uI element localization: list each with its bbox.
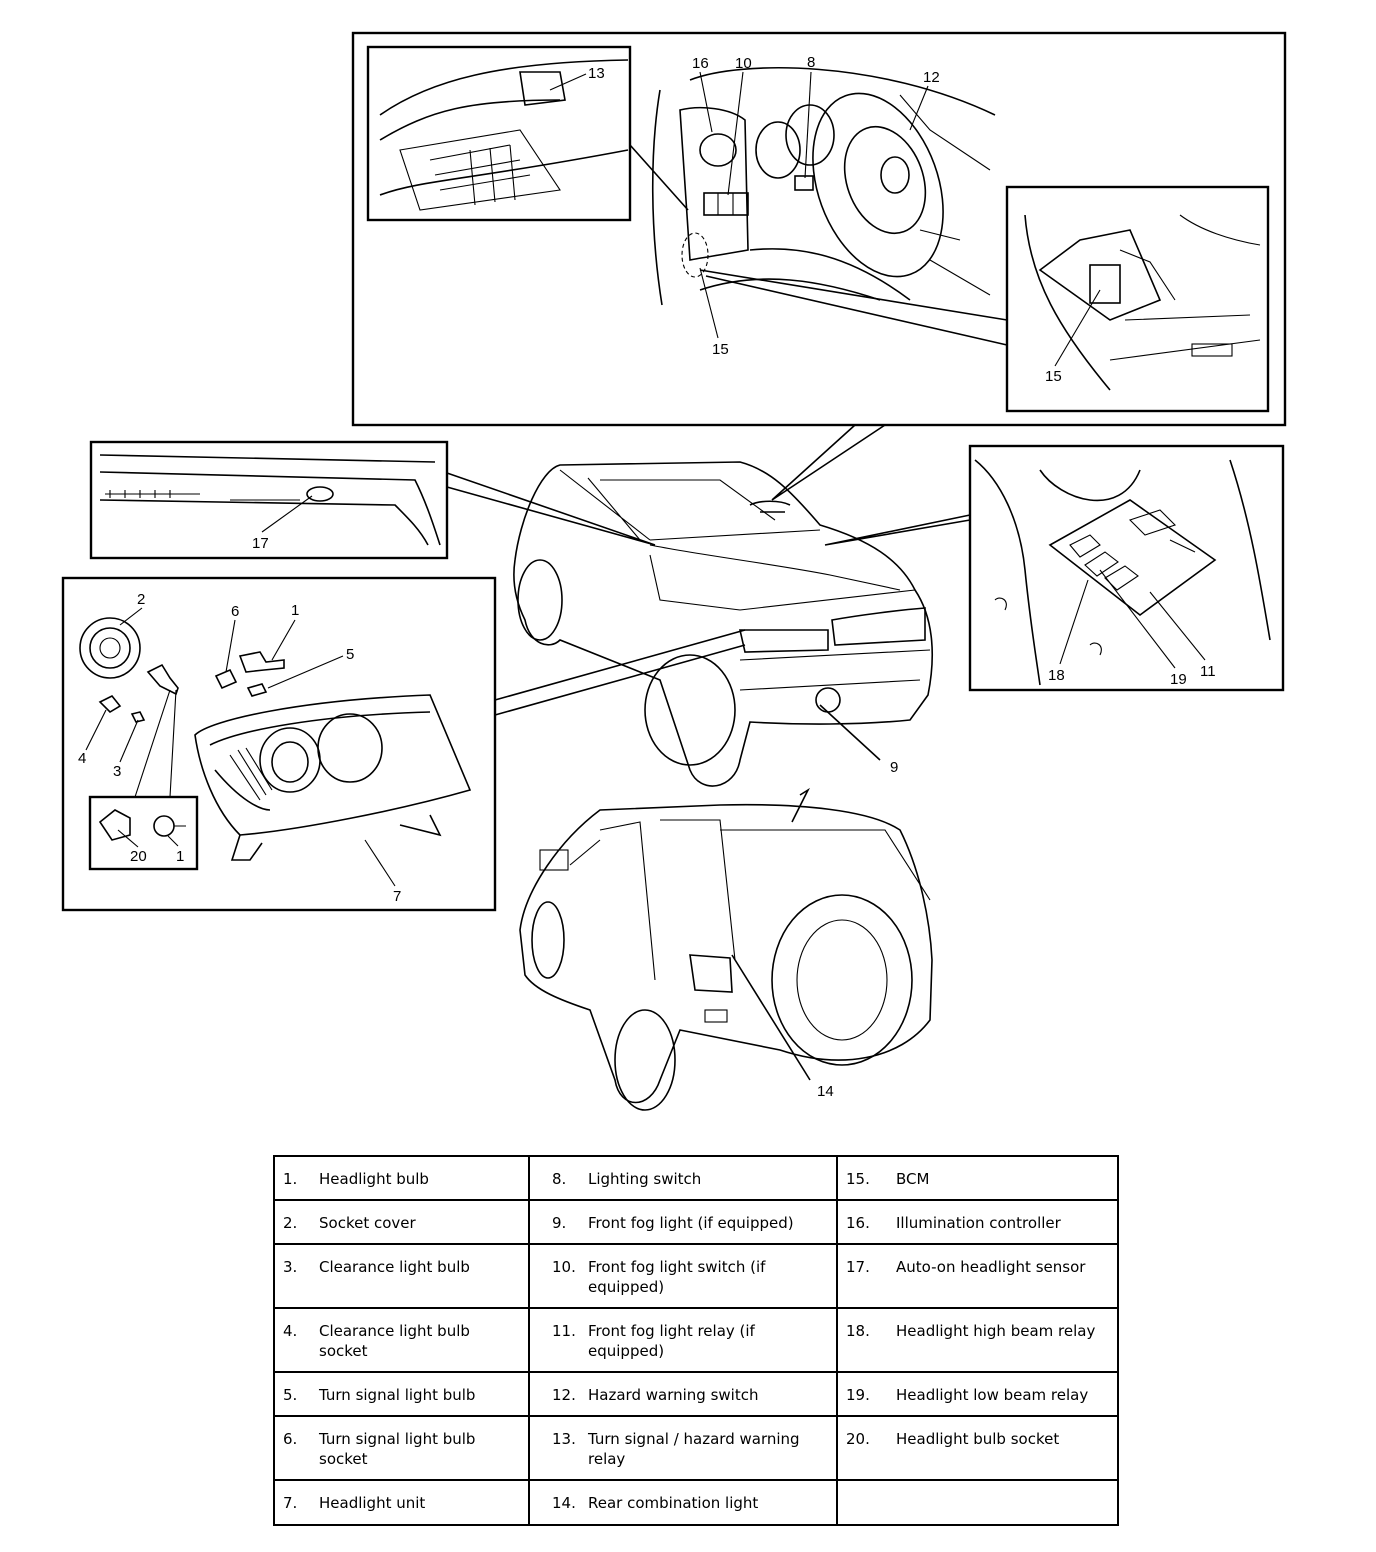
legend-label: Hazard warning switch (588, 1386, 759, 1404)
callout-11: 11 (1200, 663, 1216, 680)
legend-number: 20. (846, 1430, 870, 1448)
legend-number: 12. (552, 1386, 576, 1404)
callout-1-top: 1 (291, 602, 299, 619)
callout-8: 8 (807, 54, 815, 71)
legend-number: 6. (283, 1430, 298, 1448)
legend-row: 2. Socket cover 9. Front fog light (if equi… (273, 1199, 1119, 1245)
legend-cell: 2. Socket cover (273, 1199, 530, 1245)
legend-label: Auto-on headlight sensor (896, 1258, 1086, 1276)
callout-16: 16 (692, 55, 709, 72)
relay-box-inset (824, 444, 1285, 692)
legend-cell: 19. Headlight low beam relay (836, 1371, 1119, 1417)
callout-19: 19 (1170, 671, 1187, 688)
legend-row: 4. Clearance light bulb socket 11. Front fo… (273, 1307, 1119, 1373)
callout-20: 20 (130, 848, 147, 865)
legend-number: 15. (846, 1170, 870, 1188)
legend-label: Socket cover (319, 1214, 416, 1232)
legend-number: 18. (846, 1322, 870, 1340)
legend-label: Illumination controller (896, 1214, 1061, 1232)
callout-12: 12 (923, 69, 940, 86)
legend-label: Turn signal light bulb socket (319, 1430, 476, 1468)
callout-7: 7 (393, 888, 401, 905)
callout-17: 17 (252, 535, 269, 552)
rear-vehicle (519, 787, 933, 1111)
legend-label: Clearance light bulb (319, 1258, 470, 1276)
legend-number: 14. (552, 1494, 576, 1512)
legend-cell: 13. Turn signal / hazard warning relay (528, 1415, 838, 1481)
component-location-diagram: 13 16 10 8 12 15 15 17 2 6 1 5 4 3 20 1 … (61, 31, 1287, 1111)
legend-label: Headlight unit (319, 1494, 426, 1512)
legend-number: 8. (552, 1170, 567, 1188)
legend-cell: 15. BCM (836, 1155, 1119, 1201)
legend-cell: 3. Clearance light bulb (273, 1243, 530, 1309)
callout-5: 5 (346, 646, 354, 663)
callout-2: 2 (137, 591, 145, 608)
legend-cell: 14. Rear combination light (528, 1479, 838, 1526)
legend-label: Headlight bulb (319, 1170, 429, 1188)
legend-label: Rear combination light (588, 1494, 759, 1512)
callout-labels: 13 16 10 8 12 15 15 17 2 6 1 5 4 3 20 1 … (78, 54, 1216, 1100)
legend-label: Front fog light relay (if equipped) (588, 1322, 755, 1360)
legend-label: Headlight low beam relay (896, 1386, 1089, 1404)
legend-number: 2. (283, 1214, 298, 1232)
callout-14: 14 (817, 1083, 834, 1100)
legend-row: 6. Turn signal light bulb socket 13. Turn s… (273, 1415, 1119, 1481)
callout-6: 6 (231, 603, 239, 620)
legend-cell: 4. Clearance light bulb socket (273, 1307, 530, 1373)
legend-cell: 7. Headlight unit (273, 1479, 530, 1526)
legend-label: Turn signal / hazard warning relay (588, 1430, 800, 1468)
legend-row: 3. Clearance light bulb 10. Front fog light… (273, 1243, 1119, 1309)
legend-label: Headlight bulb socket (896, 1430, 1060, 1448)
legend-label: Turn signal light bulb (319, 1386, 476, 1404)
sensor-inset (89, 440, 656, 560)
legend-cell: 18. Headlight high beam relay (836, 1307, 1119, 1373)
legend-number: 5. (283, 1386, 298, 1404)
legend-cell: 10. Front fog light switch (if equipped) (528, 1243, 838, 1309)
legend-cell: 12. Hazard warning switch (528, 1371, 838, 1417)
legend-number: 16. (846, 1214, 870, 1232)
legend-cell: 20. Headlight bulb socket (836, 1415, 1119, 1481)
headlight-inset (61, 576, 746, 912)
legend-number: 7. (283, 1494, 298, 1512)
legend-cell (836, 1479, 1119, 1526)
legend-label: Lighting switch (588, 1170, 702, 1188)
legend-cell: 1. Headlight bulb (273, 1155, 530, 1201)
legend-row: 5. Turn signal light bulb 12. Hazard warnin… (273, 1371, 1119, 1417)
legend-table: 1. Headlight bulb 8. Lighting switch 15. BCM 2… (273, 1155, 1119, 1526)
legend-label: Front fog light (if equipped) (588, 1214, 794, 1232)
legend-cell: 11. Front fog light relay (if equipped) (528, 1307, 838, 1373)
legend-number: 3. (283, 1258, 298, 1276)
legend-label: Headlight high beam relay (896, 1322, 1096, 1340)
callout-15-inset: 15 (1045, 368, 1062, 385)
legend-cell: 8. Lighting switch (528, 1155, 838, 1201)
legend-number: 4. (283, 1322, 298, 1340)
callout-13: 13 (588, 65, 605, 82)
legend-label: Clearance light bulb socket (319, 1322, 470, 1360)
legend-cell: 16. Illumination controller (836, 1199, 1119, 1245)
legend-row: 7. Headlight unit 14. Rear combination ligh… (273, 1479, 1119, 1526)
legend-number: 10. (552, 1258, 576, 1276)
legend-cell: 6. Turn signal light bulb socket (273, 1415, 530, 1481)
legend-number: 9. (552, 1214, 567, 1232)
legend-number: 11. (552, 1322, 576, 1340)
callout-4: 4 (78, 750, 86, 767)
legend-cell: 17. Auto-on headlight sensor (836, 1243, 1119, 1309)
legend-label: Front fog light switch (if equipped) (588, 1258, 766, 1296)
legend-row: 1. Headlight bulb 8. Lighting switch 15. BCM (273, 1155, 1119, 1201)
legend-cell: 9. Front fog light (if equipped) (528, 1199, 838, 1245)
dashboard-inset (351, 31, 1287, 501)
legend-number: 19. (846, 1386, 870, 1404)
callout-1-inset: 1 (176, 848, 184, 865)
legend-number: 1. (283, 1170, 298, 1188)
legend-number: 13. (552, 1430, 576, 1448)
callout-10: 10 (735, 55, 752, 72)
callout-3: 3 (113, 763, 121, 780)
legend-number: 17. (846, 1258, 870, 1276)
callout-15-main: 15 (712, 341, 729, 358)
front-vehicle (513, 461, 934, 787)
callout-18: 18 (1048, 667, 1065, 684)
legend-label: BCM (896, 1170, 930, 1188)
legend-cell: 5. Turn signal light bulb (273, 1371, 530, 1417)
callout-9: 9 (890, 759, 898, 776)
